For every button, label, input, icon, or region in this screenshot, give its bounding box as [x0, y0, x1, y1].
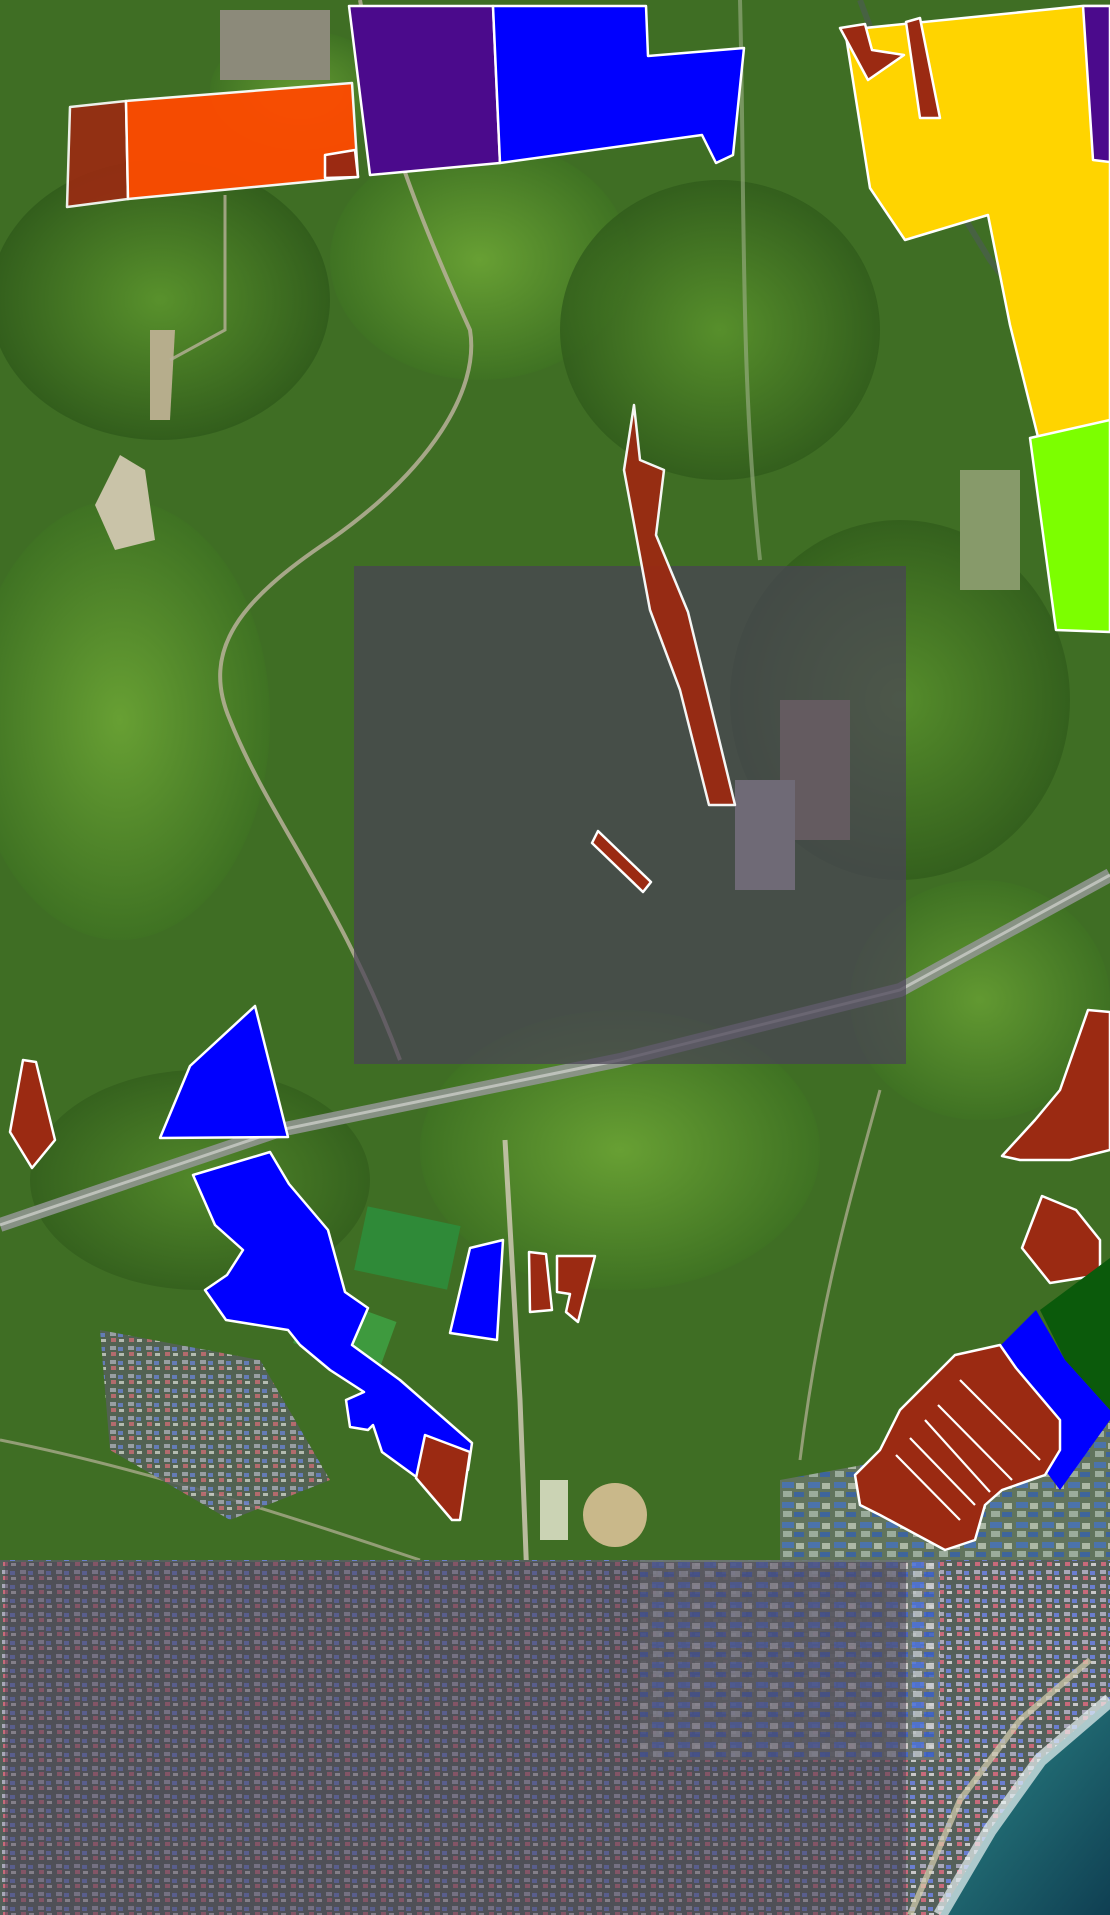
lot-lines	[895, 1379, 1041, 1521]
land-parcels	[8, 4, 1110, 1552]
parcel-red[interactable]	[527, 1250, 554, 1314]
parcel-red[interactable]	[622, 403, 737, 807]
forest-patch	[0, 500, 270, 940]
parcel-red[interactable]	[8, 1058, 57, 1170]
parcel-blue[interactable]	[191, 1150, 474, 1478]
parcel-blue[interactable]	[158, 1004, 290, 1140]
town-area	[100, 1330, 330, 1520]
sea	[940, 1700, 1110, 1915]
parcel-red[interactable]	[555, 1254, 597, 1324]
sports-field	[583, 1483, 647, 1547]
parcel-red[interactable]	[904, 16, 942, 120]
parcel-red[interactable]	[590, 829, 653, 894]
forest-patch	[330, 140, 630, 380]
cleared-site	[150, 330, 175, 420]
parcel-darkgreen[interactable]	[1040, 1258, 1110, 1410]
parcel-purple[interactable]	[1081, 4, 1110, 164]
surf	[933, 1694, 1110, 1915]
building-cluster	[220, 10, 330, 80]
forest-patch	[560, 180, 880, 480]
parcel-blue[interactable]	[448, 1238, 505, 1342]
sports-field	[540, 1480, 568, 1540]
beach	[907, 1657, 1092, 1915]
road	[798, 1089, 882, 1461]
parcel-red[interactable]	[1000, 1008, 1110, 1162]
cleared-site	[960, 470, 1020, 590]
parcel-blue[interactable]	[491, 4, 746, 165]
farm-field	[354, 1206, 461, 1290]
parcel-purple[interactable]	[347, 4, 502, 177]
parcel-red[interactable]	[853, 1343, 1062, 1552]
road	[169, 195, 227, 362]
cleared-site	[95, 455, 155, 550]
parcel-lime[interactable]	[1028, 418, 1110, 634]
imagery-overlay-tiles	[5, 566, 906, 1915]
forest-patch	[0, 160, 330, 440]
parcel-red[interactable]	[65, 99, 130, 209]
dimmed-tile-bottom	[5, 1562, 906, 1915]
road	[218, 0, 474, 1061]
parcel-red[interactable]	[838, 22, 906, 82]
dimmed-tile-center	[354, 566, 906, 1064]
parcel-red[interactable]	[323, 148, 360, 180]
parcel-red[interactable]	[414, 1433, 472, 1522]
forest-patch	[850, 880, 1110, 1120]
